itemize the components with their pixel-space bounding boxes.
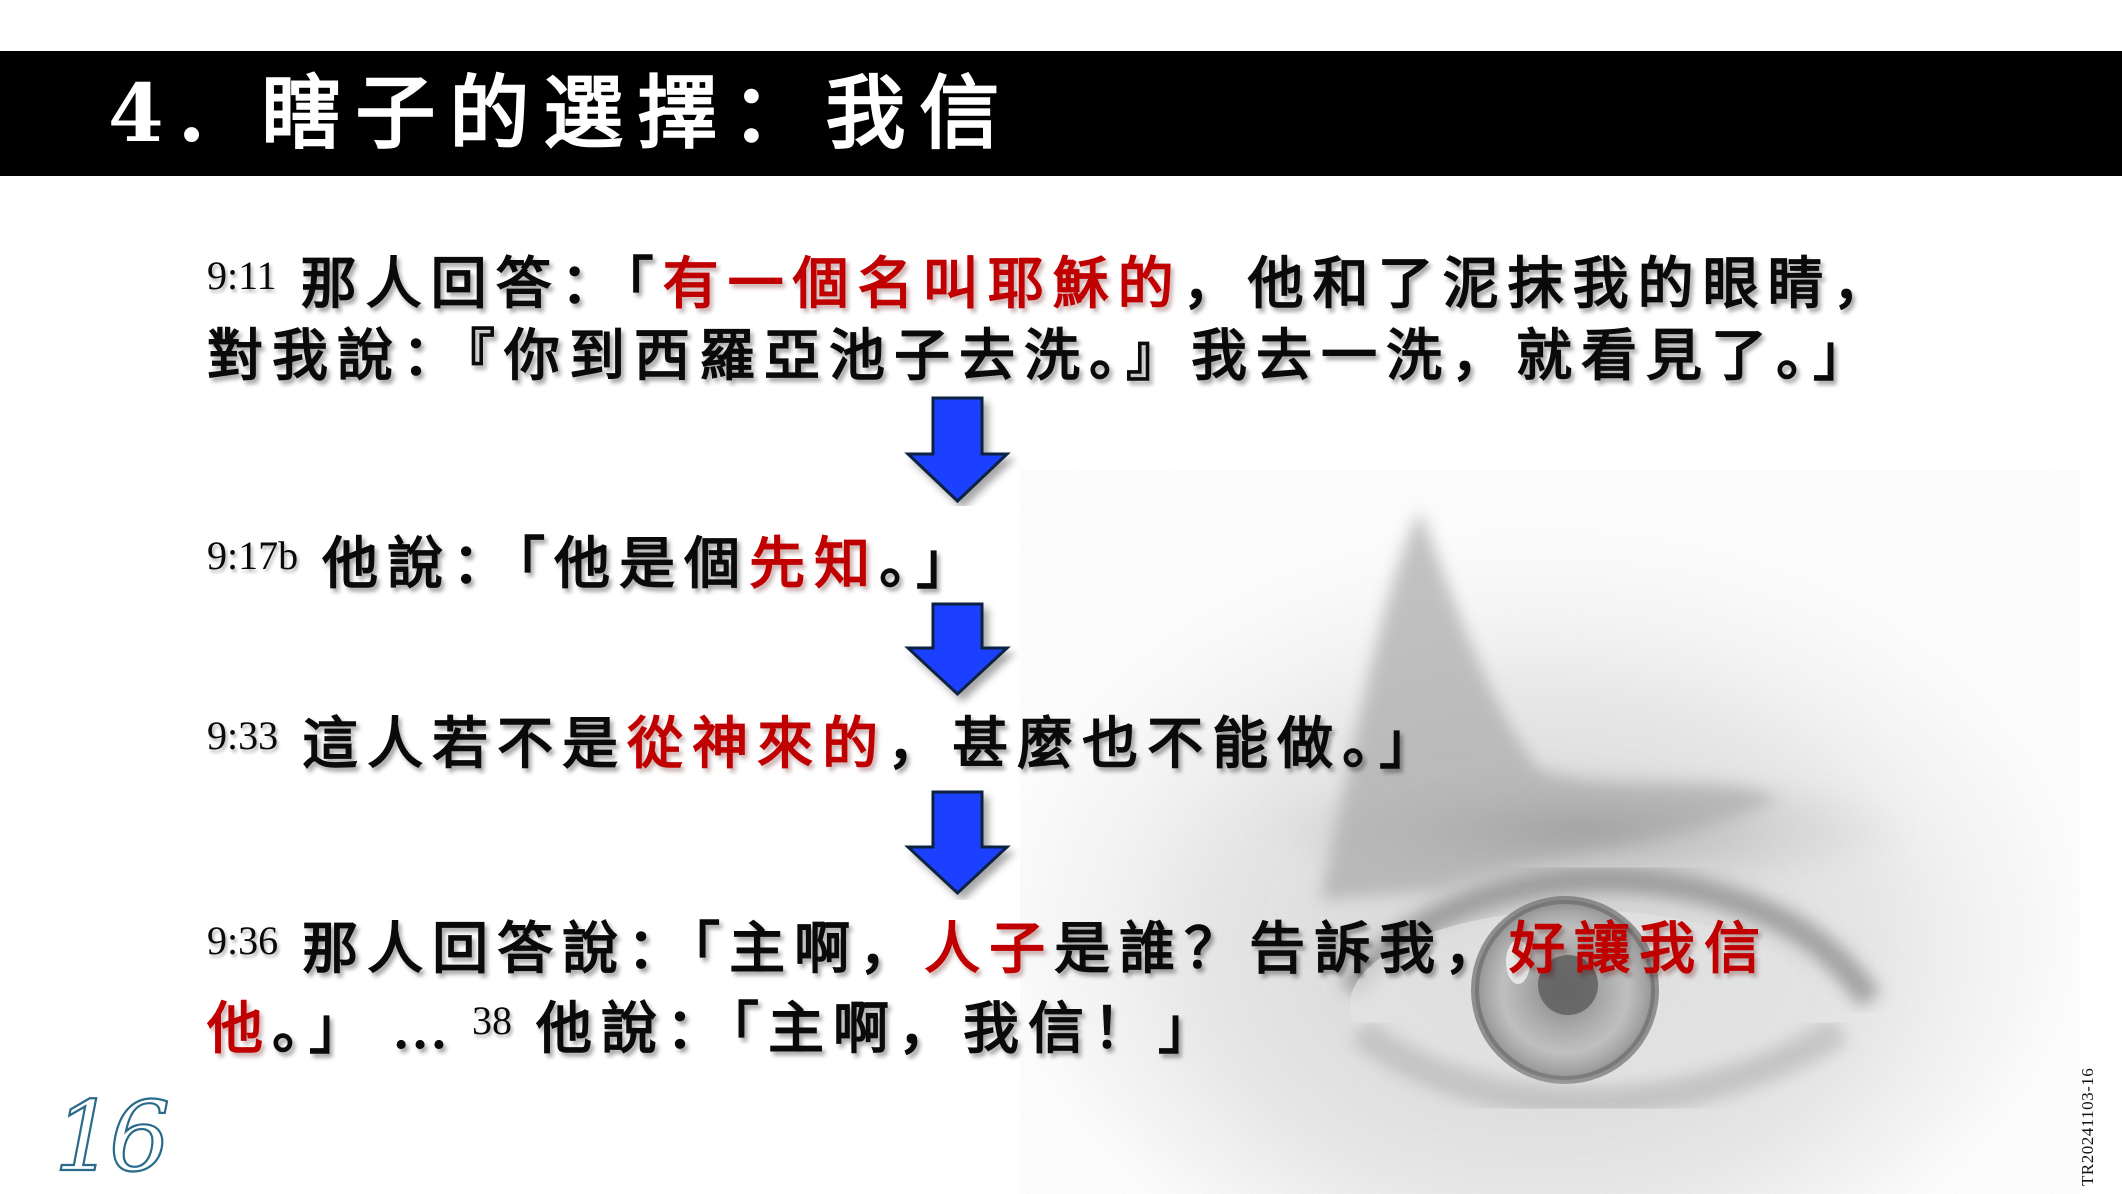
down-arrow-icon [904, 396, 1011, 504]
verse-9-36-line-1: 9:36 那人回答說：「主啊，人子是誰？告訴我，好讓我信 [207, 905, 1769, 985]
verse-text: 那人回答：「 [300, 251, 663, 317]
verse-text-highlight: 先知 [749, 531, 880, 597]
eye-background-image [1020, 470, 2080, 1194]
down-arrow-icon [904, 790, 1011, 896]
verse-9-17b-line: 9:17b 他說：「他是個先知。」 [207, 520, 981, 600]
verse-text: 是誰？告訴我， [1054, 916, 1510, 982]
svg-text:16: 16 [54, 1081, 167, 1188]
page-number: 16 [53, 1080, 170, 1188]
verse-9-36-line-2: 他。」 … 38 他說：「主啊，我信！」 [207, 985, 1223, 1066]
verse-text: 那人回答說：「主啊， [302, 916, 925, 982]
verse-text-highlight: 從神來的 [627, 711, 888, 777]
verse-text: 這人若不是 [302, 711, 628, 777]
verse-text-highlight: 人子 [924, 916, 1055, 982]
verse-text-highlight: 他 [207, 996, 272, 1062]
verse-9-11-line-1: 9:11 那人回答：「有一個名叫耶穌的，他和了泥抹我的眼睛， [207, 240, 1898, 320]
verse-text: ，他和了泥抹我的眼睛， [1182, 251, 1898, 317]
verse-9-33-line: 9:33 這人若不是從神來的，甚麼也不能做。」 [207, 700, 1444, 780]
verse-reference: 38 [472, 998, 512, 1043]
verse-reference: 9:11 [207, 253, 277, 298]
down-arrow-icon [904, 602, 1011, 697]
title-bar [0, 51, 2122, 176]
verse-text-highlight: 有一個名叫耶穌的 [662, 251, 1183, 317]
footer-code: TR20241103-16 [2078, 1067, 2097, 1186]
verse-text: 。」 [879, 531, 982, 597]
verse-reference: 9:36 [207, 918, 279, 963]
verse-9-11-line-2: 對我說：『你到西羅亞池子去洗。』我去一洗，就看見了。」 [207, 320, 1878, 392]
verse-text: ，甚麼也不能做。」 [887, 711, 1445, 777]
ellipsis: … [392, 999, 450, 1061]
verse-text: 對我說：『你到西羅亞池子去洗。』我去一洗，就看見了。」 [207, 323, 1878, 389]
verse-reference: 9:17b [207, 533, 299, 578]
verse-text: 他說：「他是個 [322, 531, 750, 597]
slide-title: 4. 瞎子的選擇：我信 [108, 66, 1014, 160]
verse-text: 。」 [272, 996, 374, 1062]
verse-text: 他說：「主啊，我信！」 [536, 996, 1223, 1062]
verse-reference: 9:33 [207, 713, 279, 758]
verse-text-highlight: 好讓我信 [1509, 916, 1770, 982]
